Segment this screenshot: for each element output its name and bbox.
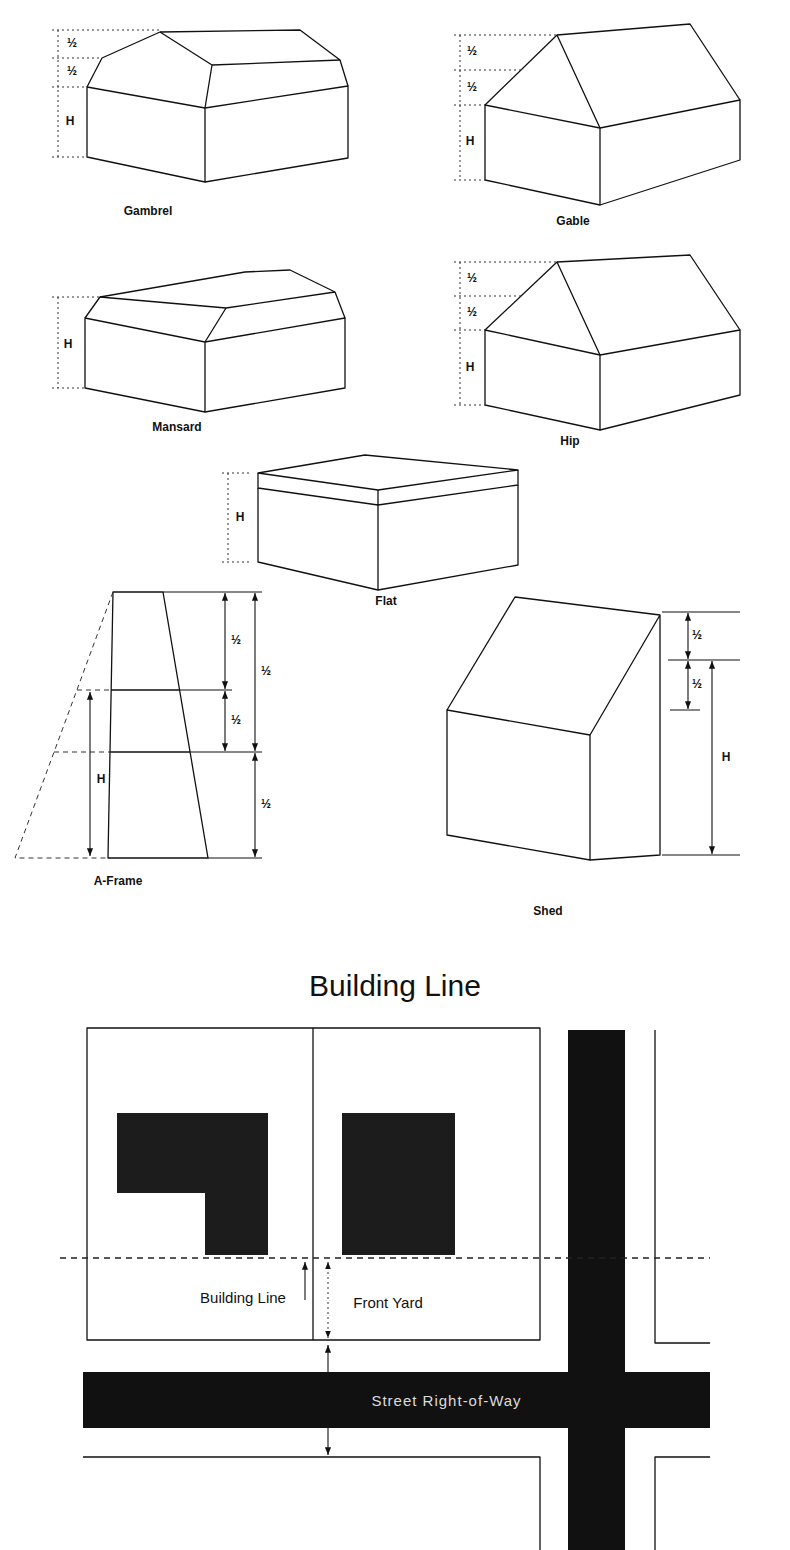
fraction-label: ½: [261, 798, 271, 811]
gambrel-house: [52, 30, 348, 182]
roof: [110, 690, 190, 752]
fraction-label: ½: [67, 37, 77, 50]
dimension-line: [52, 30, 160, 157]
dimension-arrow: [224, 593, 225, 689]
dimension-arrow: [687, 613, 688, 659]
height-label: H: [466, 361, 475, 374]
extension-line: [163, 592, 262, 858]
roof: [447, 597, 660, 710]
height-label: H: [66, 115, 75, 128]
dimension-arrow: [89, 692, 90, 856]
cross-street: [568, 1030, 625, 1550]
mansard-house: [52, 270, 345, 412]
height-label: H: [97, 773, 106, 786]
hidden-outline: [15, 592, 113, 858]
roof: [258, 470, 518, 505]
dimension-line: [52, 297, 100, 388]
wall: [258, 485, 518, 590]
roof: [85, 270, 345, 318]
wall: [87, 87, 205, 182]
roof-type-label: Mansard: [152, 421, 201, 434]
roof: [100, 292, 335, 342]
fraction-label: ½: [692, 629, 702, 642]
height-label: H: [64, 338, 73, 351]
extension-line: [662, 612, 740, 855]
building-line: [60, 1257, 710, 1258]
gable-house: [454, 24, 740, 205]
roof: [258, 455, 518, 490]
fraction-label: ½: [261, 665, 271, 678]
wall: [447, 710, 590, 860]
shed-house: [447, 597, 740, 860]
a-frame-house: [15, 592, 262, 858]
roof: [485, 35, 600, 128]
roof: [87, 32, 212, 108]
plan-label: Front Yard: [353, 1295, 422, 1312]
dimension-line: [222, 473, 252, 562]
building-footprint: [342, 1113, 455, 1255]
roof-type-label: Gable: [556, 215, 589, 228]
fraction-label: ½: [467, 45, 477, 58]
wall: [85, 318, 205, 412]
height-label: H: [722, 751, 731, 764]
fraction-label: ½: [231, 634, 241, 647]
lot-line: [312, 1028, 313, 1340]
site-plan: [60, 1028, 710, 1550]
curb-line: [83, 1030, 710, 1550]
roof-type-label: Hip: [560, 435, 579, 448]
dimension-line: [454, 262, 557, 405]
lot-outline: [87, 1028, 540, 1340]
wall: [600, 330, 740, 430]
roof: [557, 255, 740, 330]
roof: [160, 30, 348, 86]
dimension-arrow: [254, 593, 255, 751]
hip-house: [454, 255, 740, 430]
wall: [485, 105, 600, 205]
height-label: H: [466, 135, 475, 148]
fraction-label: ½: [467, 272, 477, 285]
dimension-arrow: [328, 1262, 329, 1338]
node-text: Street Right-of-Way: [371, 1392, 521, 1409]
street-band: Street Right-of-Way: [83, 1372, 710, 1428]
dimension-arrow: [254, 753, 255, 857]
wall: [108, 592, 208, 858]
fraction-label: ½: [467, 306, 477, 319]
plan-label: Building Line: [200, 1290, 286, 1307]
dimension-arrow: [687, 661, 688, 709]
dimension-arrow: [224, 691, 225, 751]
fraction-label: ½: [67, 65, 77, 78]
leader-arrow: [304, 1262, 305, 1300]
building-footprint: [117, 1113, 268, 1255]
section-heading: Building Line: [309, 969, 481, 1002]
fraction-label: ½: [231, 714, 241, 727]
height-label: H: [236, 511, 245, 524]
roof: [557, 24, 740, 100]
roof-type-label: Shed: [533, 905, 562, 918]
roof: [212, 60, 340, 65]
wall: [485, 330, 600, 430]
wall: [590, 615, 660, 860]
roof-type-label: Flat: [375, 595, 396, 608]
wall: [205, 318, 345, 412]
wall: [600, 100, 740, 205]
roof-type-label: A-Frame: [94, 875, 143, 888]
wall: [205, 86, 348, 182]
dimension-line: [454, 35, 557, 180]
fraction-label: ½: [467, 81, 477, 94]
roof: [485, 262, 600, 355]
flat-house: [222, 455, 518, 590]
fraction-label: ½: [692, 678, 702, 691]
roof-type-label: Gambrel: [124, 205, 173, 218]
dimension-arrow: [711, 661, 712, 854]
